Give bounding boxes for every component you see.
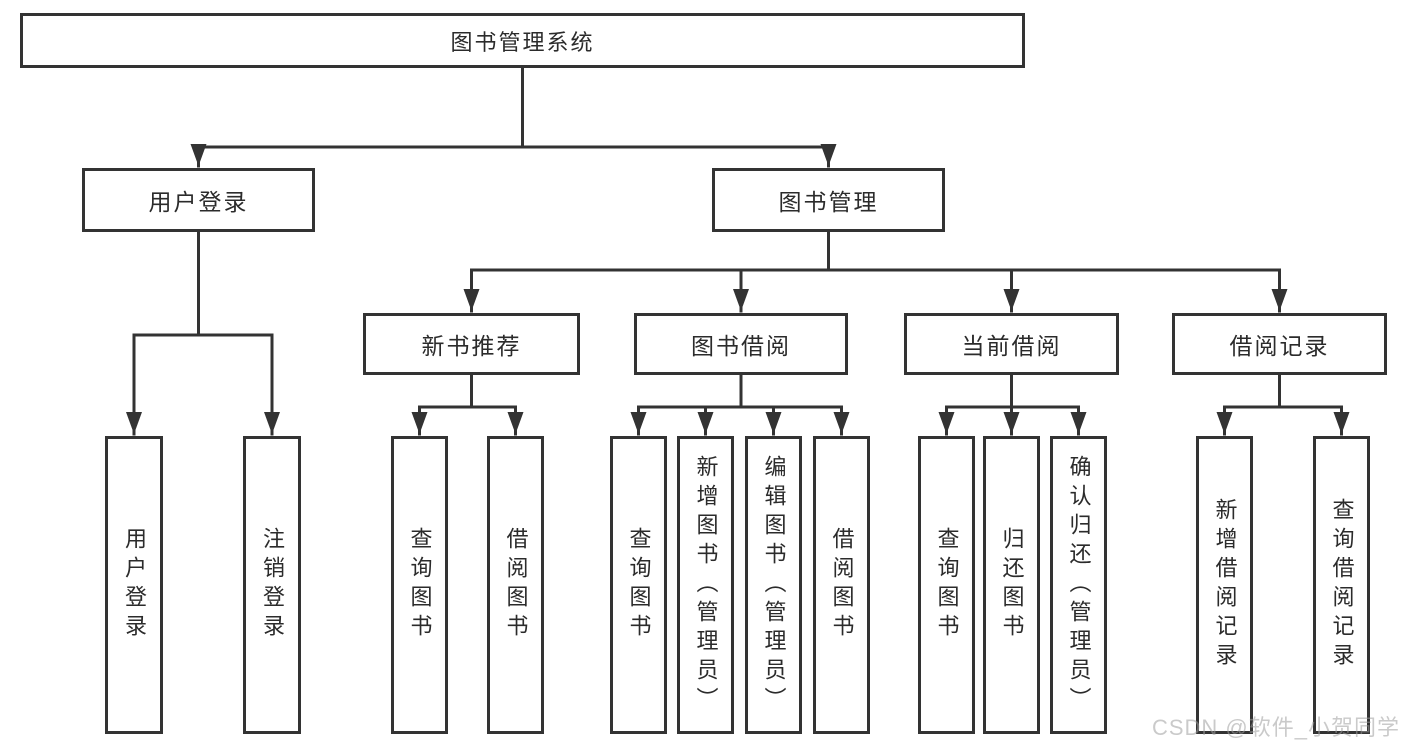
leaf-bb-edit-books: 编辑图书（管理员） bbox=[745, 436, 802, 734]
leaf-cb-return-books-label: 归还图书 bbox=[999, 527, 1025, 643]
leaf-bb-add-books: 新增图书（管理员） bbox=[677, 436, 734, 734]
leaf-br-query-record-label: 查询借阅记录 bbox=[1329, 498, 1355, 672]
leaf-logout-login: 注销登录 bbox=[243, 436, 301, 734]
node-root-label: 图书管理系统 bbox=[450, 29, 595, 55]
leaf-nbr-query-books-label: 查询图书 bbox=[407, 527, 433, 643]
node-new-book-recommend-label: 新书推荐 bbox=[421, 333, 522, 359]
node-book-management-label: 图书管理 bbox=[778, 189, 879, 215]
leaf-bb-borrow-books: 借阅图书 bbox=[813, 436, 870, 734]
csdn-watermark: CSDN @软件_小贺同学 bbox=[1151, 715, 1400, 740]
leaf-br-query-record: 查询借阅记录 bbox=[1313, 436, 1370, 734]
leaf-br-add-record: 新增借阅记录 bbox=[1196, 436, 1253, 734]
node-current-borrowing-label: 当前借阅 bbox=[961, 333, 1062, 359]
node-borrowing-records-label: 借阅记录 bbox=[1229, 333, 1330, 359]
leaf-br-add-record-label: 新增借阅记录 bbox=[1212, 498, 1238, 672]
node-current-borrowing: 当前借阅 bbox=[904, 313, 1119, 375]
leaf-bb-edit-books-label: 编辑图书（管理员） bbox=[761, 454, 787, 716]
leaf-nbr-query-books: 查询图书 bbox=[391, 436, 448, 734]
leaf-nbr-borrow-books-label: 借阅图书 bbox=[503, 527, 529, 643]
leaf-cb-return-books: 归还图书 bbox=[983, 436, 1040, 734]
leaf-user-login: 用户登录 bbox=[105, 436, 163, 734]
leaf-cb-query-books-label: 查询图书 bbox=[934, 527, 960, 643]
leaf-bb-add-books-label: 新增图书（管理员） bbox=[693, 454, 719, 716]
leaf-bb-query-books: 查询图书 bbox=[610, 436, 667, 734]
leaf-nbr-borrow-books: 借阅图书 bbox=[487, 436, 544, 734]
node-user-login-label: 用户登录 bbox=[148, 189, 249, 215]
node-book-borrowing-label: 图书借阅 bbox=[691, 333, 791, 359]
node-book-borrowing: 图书借阅 bbox=[634, 313, 848, 375]
leaf-bb-query-books-label: 查询图书 bbox=[626, 527, 652, 643]
leaf-cb-confirm-return: 确认归还（管理员） bbox=[1050, 436, 1107, 734]
connector-group bbox=[126, 66, 1350, 436]
node-borrowing-records: 借阅记录 bbox=[1172, 313, 1387, 375]
node-root-system: 图书管理系统 bbox=[20, 13, 1025, 68]
node-new-book-recommend: 新书推荐 bbox=[363, 313, 580, 375]
node-book-management: 图书管理 bbox=[712, 168, 945, 232]
leaf-user-login-label: 用户登录 bbox=[122, 527, 147, 643]
leaf-cb-query-books: 查询图书 bbox=[918, 436, 975, 734]
node-user-login: 用户登录 bbox=[82, 168, 315, 232]
leaf-bb-borrow-books-label: 借阅图书 bbox=[829, 527, 855, 643]
leaf-cb-confirm-return-label: 确认归还（管理员） bbox=[1066, 454, 1092, 716]
leaf-logout-login-label: 注销登录 bbox=[260, 527, 285, 643]
